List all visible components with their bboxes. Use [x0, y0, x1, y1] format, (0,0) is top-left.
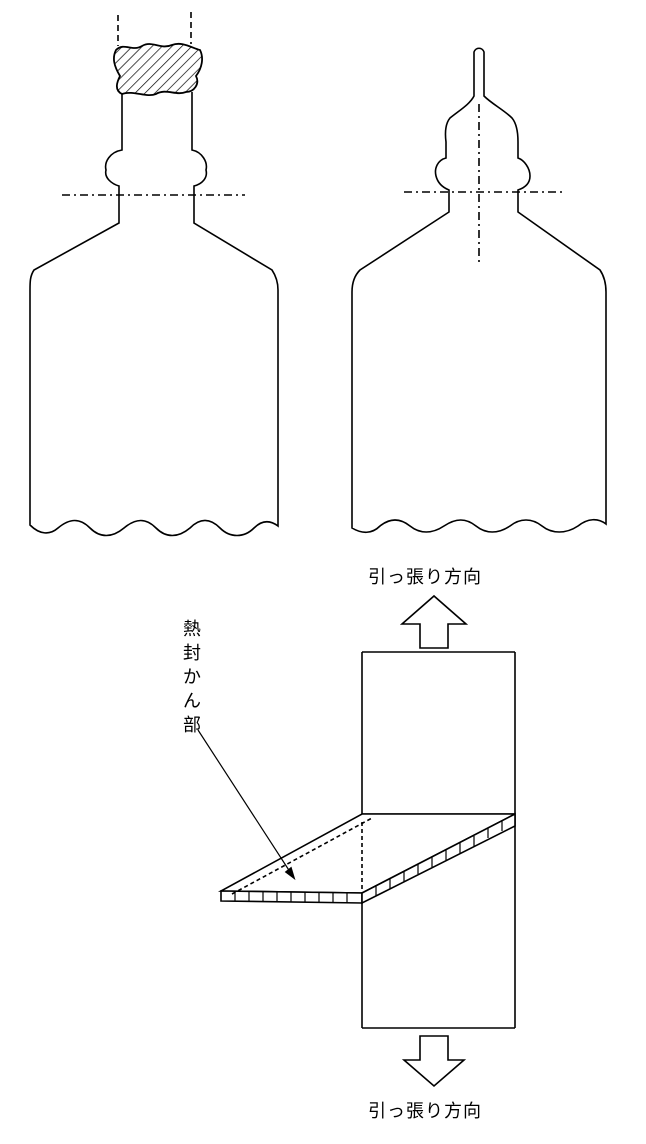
- left-bottle-outline: [29, 92, 279, 537]
- seal-cells-side: [375, 821, 503, 896]
- arrow-up-icon: [399, 594, 469, 649]
- pull-direction-label-top: 引っ張り方向: [368, 567, 482, 588]
- left-bottle-seal-cap: [113, 42, 203, 97]
- peel-test-diagram: [197, 594, 516, 1088]
- seal-cells-front: [234, 891, 348, 903]
- right-bottle-outline: [351, 47, 607, 534]
- film-hidden-line: [231, 817, 373, 895]
- arrow-down-icon: [401, 1035, 467, 1088]
- seal-leader-line: [197, 729, 295, 879]
- seal-leader-arrowhead: [284, 866, 296, 881]
- heat-seal-part-label: 熱封かん部: [183, 619, 201, 736]
- right-bottle: [351, 47, 607, 534]
- pull-direction-label-bottom: 引っ張り方向: [368, 1101, 482, 1122]
- left-bottle: [29, 12, 279, 537]
- film-top-face: [217, 813, 516, 894]
- film-side-edge: [361, 812, 516, 905]
